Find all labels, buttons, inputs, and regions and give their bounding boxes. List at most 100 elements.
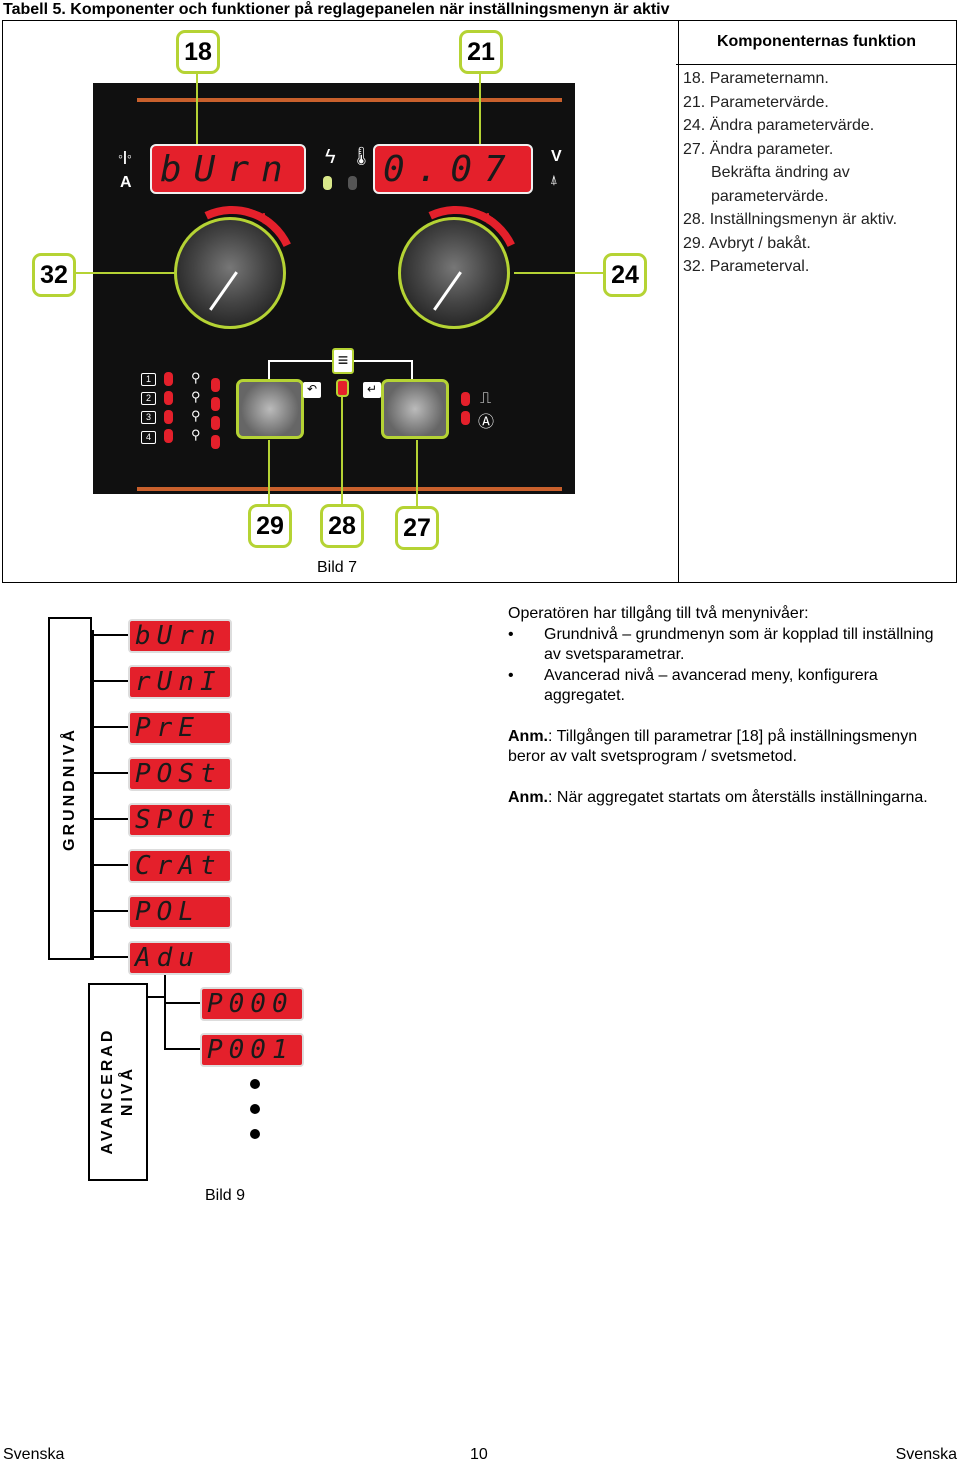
function-led [461, 411, 470, 425]
menu-connector [92, 630, 94, 960]
note-1: Anm.: Tillgången till parametrar [18] på… [508, 727, 953, 768]
callout-leader [479, 74, 481, 144]
advanced-level-label-1: AVANCERAD [99, 1027, 116, 1155]
arc-force-icon: Ⓐ [478, 414, 495, 431]
program-2-label: 2 [141, 392, 156, 405]
menu-document-icon: ≡ [332, 348, 354, 374]
program-4-label: 4 [141, 431, 156, 444]
note-2: Anm.: När aggregatet startats om återstä… [508, 788, 953, 809]
parameter-value-knob[interactable] [398, 217, 510, 329]
callout-32: 32 [32, 253, 76, 297]
menu-item-display: PrE [128, 711, 232, 745]
menu-item-display: CrAt [128, 849, 232, 883]
bracket-line [352, 360, 412, 362]
enter-arrow-icon: ↵ [363, 382, 381, 398]
menu-item-display: POL [128, 895, 232, 929]
program-3-label: 3 [141, 411, 156, 424]
bracket-line [411, 360, 413, 380]
basic-level-box [48, 617, 92, 960]
function-item: 27. Ändra parameter. [683, 140, 834, 158]
mode-led [211, 397, 220, 411]
figure-7-caption: Bild 7 [317, 559, 358, 576]
table-title: Tabell 5. Komponenter och funktioner på … [3, 1, 670, 18]
callout-leader [341, 397, 343, 504]
program-led [164, 372, 173, 386]
torch-icon: ⚲ [191, 427, 201, 442]
function-item: 21. Parametervärde. [683, 93, 829, 111]
note-label: Anm. [508, 727, 548, 745]
menu-item-display: POSt [128, 757, 232, 791]
advanced-level-label: AVANCERAD NIVÅ [98, 991, 138, 1191]
continuation-dot [250, 1079, 260, 1089]
menu-connector [164, 1048, 200, 1050]
bracket-line [268, 360, 270, 380]
advanced-level-label-2: NIVÅ [119, 1065, 136, 1117]
functions-list: 18. Parameternamn. 21. Parametervärde. 2… [683, 67, 897, 279]
function-item: 28. Inställningsmenyn är aktiv. [683, 211, 898, 228]
callout-leader [416, 440, 418, 506]
figure-9-caption: Bild 9 [205, 1187, 246, 1204]
status-led-off [348, 176, 357, 190]
back-arrow-icon: ↶ [303, 382, 321, 398]
panel-top-bar [137, 98, 562, 102]
change-parameter-button[interactable] [381, 379, 449, 439]
menu-connector [92, 772, 128, 774]
cancel-back-button[interactable] [236, 379, 304, 439]
unit-wfs-icon: ◦|◦ [118, 148, 132, 164]
status-led-green [323, 176, 332, 190]
menu-connector [92, 910, 128, 912]
menu-connector [92, 818, 128, 820]
menu-connector [164, 1002, 200, 1004]
callout-leader [268, 440, 270, 504]
menu-item-display: rUnI [128, 665, 232, 699]
pulse-icon: ⎍ [480, 390, 492, 407]
functions-header: Komponenternas funktion [676, 20, 957, 65]
mode-led [211, 378, 220, 392]
unit-ampere-label: A [120, 174, 132, 191]
parameter-select-knob[interactable] [174, 217, 286, 329]
menu-connector [92, 956, 128, 958]
callout-28: 28 [320, 504, 364, 548]
menu-description: Operatören har tillgång till två menyniv… [508, 604, 953, 808]
note-text: : När aggregatet startats om återställs … [548, 788, 928, 806]
callout-leader [76, 272, 174, 274]
level-list-item: Avancerad nivå – avancerad meny, konfigu… [508, 666, 953, 707]
footer-language-right: Svenska [895, 1446, 957, 1463]
parameter-value-display: 0.07 [373, 144, 533, 194]
continuation-dot [250, 1129, 260, 1139]
unit-volt-label: V [551, 148, 562, 165]
callout-18: 18 [176, 30, 220, 74]
torch-icon: ⚲ [191, 370, 201, 385]
continuation-dot [250, 1104, 260, 1114]
menu-item-display: Adu [128, 941, 232, 975]
function-item: 18. Parameternamn. [683, 70, 829, 87]
footer-language-left: Svenska [3, 1446, 65, 1463]
callout-21: 21 [459, 30, 503, 74]
mode-led [211, 435, 220, 449]
table-divider [678, 21, 679, 582]
function-item: parametervärde. [711, 187, 829, 205]
menu-connector [92, 726, 128, 728]
bracket-line [268, 360, 333, 362]
torch-icon: ⚲ [191, 408, 201, 423]
callout-29: 29 [248, 504, 292, 548]
program-led [164, 429, 173, 443]
function-led [461, 392, 470, 406]
function-item: 24. Ändra parametervärde. [683, 117, 875, 134]
program-led [164, 410, 173, 424]
advanced-item-display: P001 [200, 1033, 304, 1067]
menu-item-display: SPOt [128, 803, 232, 837]
function-item: 32. Parameterval. [683, 258, 810, 275]
callout-27: 27 [395, 506, 439, 550]
advanced-item-display: P000 [200, 987, 304, 1021]
level-list: Grundnivå – grundmenyn som är kopplad ti… [508, 625, 953, 707]
function-item: 29. Avbryt / bakåt. [683, 234, 811, 252]
basic-level-label: GRUNDNIVÅ [61, 727, 78, 851]
lightning-icon: ϟ [325, 146, 336, 168]
footer-page-number: 10 [470, 1446, 488, 1463]
menu-connector [92, 680, 128, 682]
torch-icon: ⚲ [191, 389, 201, 404]
callout-leader [514, 272, 603, 274]
menu-connector [92, 634, 128, 636]
plus-icon: + [482, 208, 494, 230]
